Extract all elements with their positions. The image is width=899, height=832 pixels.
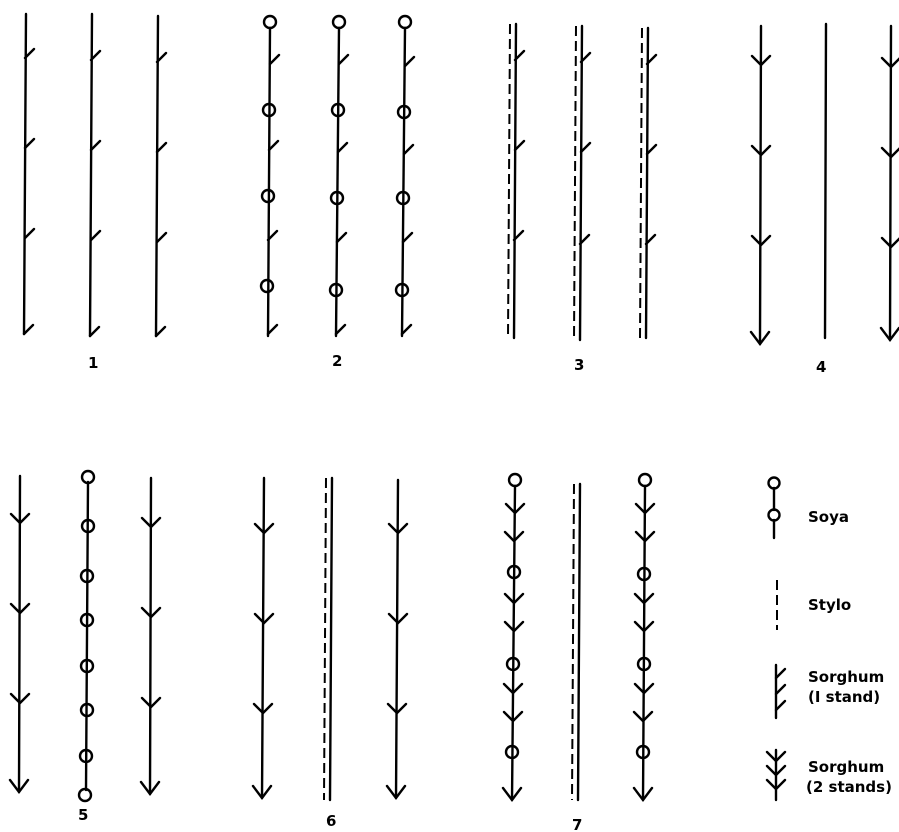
sorghum-2-row <box>749 24 772 346</box>
sorghum-2-row <box>139 476 162 796</box>
stylo-row <box>323 476 334 802</box>
soya-sorghum-row <box>328 14 350 338</box>
stylo-sorghum-row <box>573 24 592 342</box>
soya-sorghum-row <box>394 14 416 338</box>
pattern-3: 3 <box>507 22 658 374</box>
sorghum-2-row <box>251 476 275 800</box>
stylo-sorghum-row <box>507 22 526 340</box>
pattern-1: 1 <box>22 12 168 372</box>
pattern-label-2: 2 <box>332 352 342 370</box>
pattern-label-3: 3 <box>574 356 584 374</box>
sorghum-1-row <box>154 14 168 338</box>
legend-stylo-label: Stylo <box>808 596 851 614</box>
sorghum-1-row <box>22 12 36 336</box>
legend-soya-label: Soya <box>808 508 849 526</box>
pattern-6: 6 <box>251 476 409 830</box>
pattern-label-5: 5 <box>78 806 88 824</box>
legend: Soya Stylo Sorghum (I stand) Sorghum (2 … <box>765 476 892 802</box>
pattern-2: 2 <box>259 14 416 370</box>
sorghum-1-row <box>88 12 102 338</box>
pattern-label-4: 4 <box>816 358 826 376</box>
legend-sorghum-1-symbol <box>774 663 787 720</box>
plain-row <box>823 22 828 340</box>
legend-sorghum-1-label-line1: Sorghum <box>808 668 884 686</box>
pattern-4: 4 <box>749 22 899 376</box>
pattern-label-1: 1 <box>88 354 98 372</box>
soya-sorghum-2-row <box>632 472 656 802</box>
legend-sorghum-2-symbol <box>765 748 787 802</box>
soya-sorghum-2-row <box>501 472 526 802</box>
pattern-label-7: 7 <box>572 816 582 832</box>
pattern-7: 7 <box>501 472 656 832</box>
soya-sorghum-row <box>259 14 281 338</box>
legend-sorghum-2-label-line2: (2 stands) <box>806 778 892 796</box>
legend-sorghum-2-label-line1: Sorghum <box>808 758 884 776</box>
sorghum-2-row <box>385 478 409 800</box>
legend-soya-symbol <box>767 476 781 540</box>
legend-sorghum-1-label-line2: (I stand) <box>808 688 880 706</box>
sorghum-2-row <box>8 474 31 794</box>
sorghum-2-row <box>879 24 899 342</box>
pattern-5: 5 <box>8 469 162 824</box>
pattern-label-6: 6 <box>326 812 336 830</box>
soya-row <box>77 469 96 803</box>
stylo-sorghum-row <box>639 26 658 340</box>
stylo-row <box>571 482 582 802</box>
